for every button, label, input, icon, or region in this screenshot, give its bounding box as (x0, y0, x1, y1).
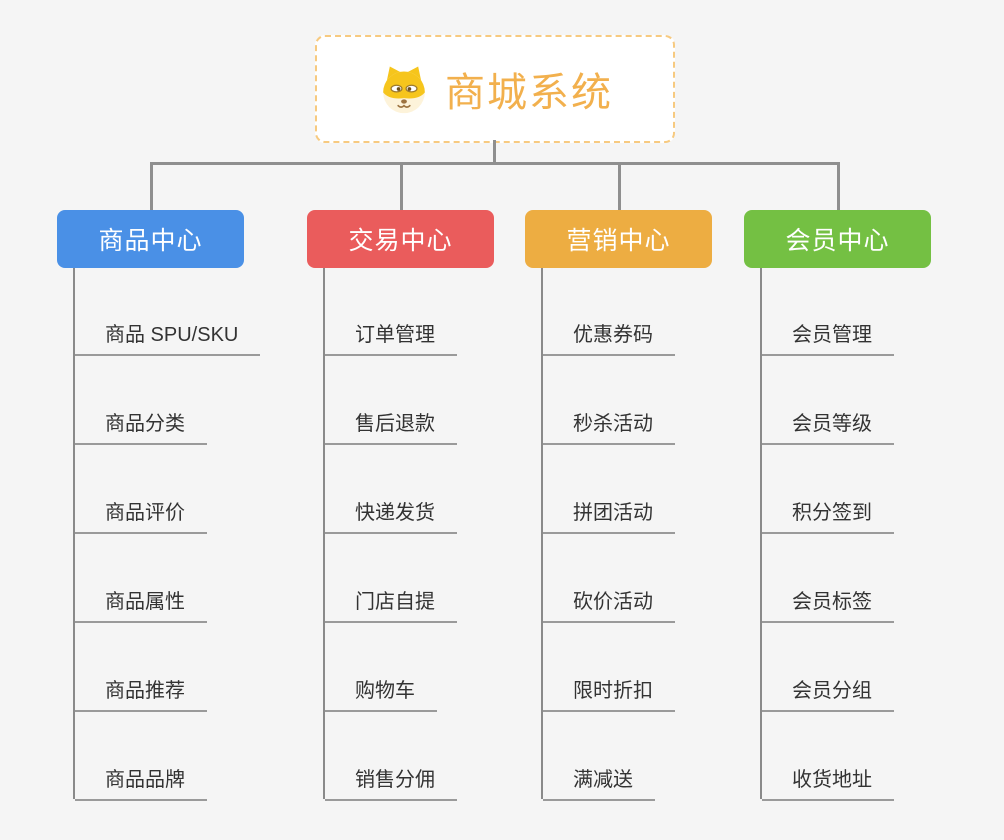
child-topic[interactable]: 砍价活动 (543, 589, 675, 623)
child-topic[interactable]: 商品品牌 (75, 767, 207, 801)
child-topic[interactable]: 门店自提 (325, 589, 457, 623)
child-topic-label: 门店自提 (355, 591, 435, 613)
branch-header-product-center[interactable]: 商品中心 (57, 210, 244, 268)
child-topic[interactable]: 商品分类 (75, 411, 207, 445)
child-topic-label: 快递发货 (355, 502, 435, 524)
branch-drop-connector-2 (617, 162, 621, 210)
child-topic[interactable]: 满减送 (543, 767, 655, 801)
child-topic[interactable]: 收货地址 (762, 767, 894, 801)
child-topic-label: 售后退款 (355, 413, 435, 435)
branch-children-marketing-center: 优惠券码秒杀活动拼团活动砍价活动限时折扣满减送 (541, 268, 771, 801)
root-topic-label: 商城系统 (445, 71, 613, 115)
child-topic[interactable]: 优惠券码 (543, 322, 675, 356)
child-topic-label: 商品推荐 (105, 680, 185, 702)
child-topic-label: 商品分类 (105, 413, 185, 435)
child-topic-label: 销售分佣 (355, 769, 435, 791)
child-topic[interactable]: 会员标签 (762, 589, 894, 623)
child-topic[interactable]: 会员管理 (762, 322, 894, 356)
child-topic[interactable]: 快递发货 (325, 500, 457, 534)
child-topic-label: 商品 SPU/SKU (105, 324, 239, 346)
branch-connector-bar (149, 162, 839, 165)
child-topic[interactable]: 商品属性 (75, 589, 207, 623)
child-topic-label: 会员分组 (792, 680, 872, 702)
branch-header-label: 商品中心 (98, 227, 203, 255)
child-topic-label: 限时折扣 (573, 680, 653, 702)
child-topic[interactable]: 限时折扣 (543, 678, 675, 712)
child-topic-label: 商品品牌 (105, 769, 185, 791)
child-topic[interactable]: 订单管理 (325, 322, 457, 356)
branch-children-trade-center: 订单管理售后退款快递发货门店自提购物车销售分佣 (323, 268, 553, 801)
child-topic-label: 商品评价 (105, 502, 185, 524)
branch-header-label: 营销中心 (566, 227, 671, 255)
branch-header-member-center[interactable]: 会员中心 (744, 210, 931, 268)
branch-header-marketing-center[interactable]: 营销中心 (525, 210, 712, 268)
child-topic-label: 商品属性 (105, 591, 185, 613)
child-topic[interactable]: 会员分组 (762, 678, 894, 712)
child-topic[interactable]: 销售分佣 (325, 767, 457, 801)
branch-header-label: 交易中心 (348, 227, 453, 255)
child-topic[interactable]: 购物车 (325, 678, 437, 712)
branch-children-member-center: 会员管理会员等级积分签到会员标签会员分组收货地址 (760, 268, 990, 801)
child-topic-label: 秒杀活动 (573, 413, 653, 435)
child-topic-label: 砍价活动 (573, 591, 653, 613)
child-topic[interactable]: 会员等级 (762, 411, 894, 445)
child-topic[interactable]: 商品推荐 (75, 678, 207, 712)
child-topic[interactable]: 拼团活动 (543, 500, 675, 534)
child-topic[interactable]: 积分签到 (762, 500, 894, 534)
branch-drop-connector-3 (836, 162, 840, 210)
child-topic-label: 购物车 (355, 680, 415, 702)
child-topic-label: 会员等级 (792, 413, 872, 435)
child-topic[interactable]: 商品 SPU/SKU (75, 322, 261, 356)
child-topic-label: 优惠券码 (573, 324, 653, 346)
branch-header-label: 会员中心 (785, 227, 890, 255)
root-topic[interactable]: 商城系统 (315, 35, 675, 143)
child-topic-label: 满减送 (573, 769, 633, 791)
child-topic[interactable]: 秒杀活动 (543, 411, 675, 445)
dog-face-icon (383, 66, 425, 114)
child-topic[interactable]: 商品评价 (75, 500, 207, 534)
branch-children-product-center: 商品 SPU/SKU 商品分类商品评价商品属性商品推荐商品品牌 (73, 268, 303, 801)
branch-header-trade-center[interactable]: 交易中心 (307, 210, 494, 268)
child-topic-label: 订单管理 (355, 324, 435, 346)
child-topic-label: 积分签到 (792, 502, 872, 524)
branch-drop-connector-1 (399, 162, 403, 210)
branch-drop-connector-0 (149, 162, 153, 210)
child-topic-label: 会员标签 (792, 591, 872, 613)
child-topic-label: 收货地址 (792, 769, 872, 791)
root-connector-stem (493, 140, 496, 165)
child-topic[interactable]: 售后退款 (325, 411, 457, 445)
child-topic-label: 会员管理 (792, 324, 872, 346)
child-topic-label: 拼团活动 (573, 502, 653, 524)
